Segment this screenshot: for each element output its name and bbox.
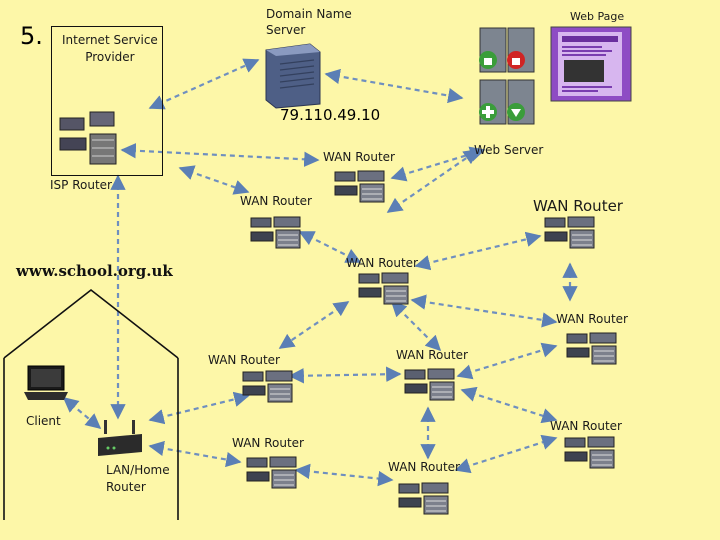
dns-ip: 79.110.49.10 xyxy=(280,106,381,124)
wan-router-icon xyxy=(398,482,449,515)
link-isp-wan2 xyxy=(178,165,250,195)
wan-router-label: WAN Router xyxy=(388,460,460,474)
wan-router-icon xyxy=(334,170,385,203)
wan-router-label: WAN Router xyxy=(323,150,395,164)
isp-title: Internet Service Provider xyxy=(62,33,158,64)
wan-router-label: WAN Router xyxy=(240,194,312,208)
lan-router-label: LAN/Home Router xyxy=(106,463,170,494)
link-bottom-right3 xyxy=(454,434,558,474)
wan-router-icon xyxy=(564,436,615,469)
wan-router-label: WAN Router xyxy=(346,256,418,270)
wan-router-icon xyxy=(544,216,595,249)
school-url: www.school.org.uk xyxy=(16,262,173,280)
wan-router-icon xyxy=(358,272,409,305)
link-center-right2 xyxy=(410,294,558,328)
link-center-midleft xyxy=(278,301,350,349)
wan-router-icon xyxy=(404,368,455,401)
wan-router-icon xyxy=(242,370,293,403)
wan-router-icon xyxy=(246,456,297,489)
link-midright-right3 xyxy=(460,386,558,424)
web-page-icon xyxy=(550,26,632,102)
wan-router-label: WAN Router xyxy=(550,419,622,433)
web-servers-icon xyxy=(479,27,535,125)
link-isp-dns xyxy=(148,58,260,110)
wan-router-label: WAN Router xyxy=(396,348,468,362)
dns-label: Domain Name Server xyxy=(266,7,352,37)
web-page-label: Web Page xyxy=(570,10,625,23)
link-wanlow-bottom xyxy=(294,463,394,487)
wan-router-label: WAN Router xyxy=(556,312,628,326)
link-midleft-lan xyxy=(148,391,250,425)
wan-router-label: WAN Router xyxy=(533,197,623,215)
link-midright-right2 xyxy=(456,342,558,380)
laptop-icon xyxy=(24,365,68,400)
isp-box xyxy=(51,26,163,176)
dns-server-icon xyxy=(265,43,321,109)
link-web-wan2 xyxy=(386,149,480,213)
client-label: Client xyxy=(26,414,61,428)
link-midleft-midright xyxy=(288,366,402,384)
link-center-right xyxy=(414,231,542,271)
wan-router-label: WAN Router xyxy=(232,436,304,450)
link-wan1-web xyxy=(390,146,486,182)
wan-router-icon xyxy=(566,332,617,365)
lan-router-icon xyxy=(98,420,142,456)
slide-number: 5. xyxy=(20,22,43,50)
wan-router-label: WAN Router xyxy=(208,353,280,367)
link-center-midright xyxy=(390,300,442,352)
link-dns-web xyxy=(324,68,464,104)
wan-router-icon xyxy=(250,216,301,249)
link-lan-wanlow xyxy=(148,440,242,468)
web-server-label: Web Server xyxy=(474,143,544,157)
isp-equipment-icon xyxy=(59,111,117,165)
isp-router-label: ISP Router xyxy=(50,178,112,192)
